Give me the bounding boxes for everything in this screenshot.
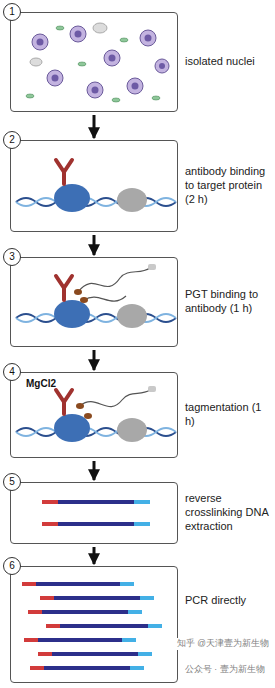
step-panel: isolated nuclei [10,12,178,112]
step-panel: reverse crosslinking DNA extraction [10,482,178,544]
step-label: antibody binding to target protein (2 h) [185,165,271,206]
tagmentation-illustration [16,386,176,442]
flow-arrow [93,547,96,564]
callout-number: 6 [3,557,21,575]
step-label: PGT binding to antibody (1 h) [185,288,271,316]
nuclei-illustration [26,23,169,102]
callout-number: 3 [3,248,21,266]
step-label: tagmentation (1 h) [185,401,271,429]
step-label: PCR directly [185,594,271,608]
pcr-products [22,584,162,668]
flow-arrow [93,461,96,480]
step-panel: PCR directly [10,566,178,683]
dna-fragments [42,502,150,524]
reagent-label: MgCl2 [26,378,56,389]
pgt-illustration [16,264,176,328]
callout-number: 2 [3,131,21,149]
flow-arrow [93,235,96,255]
watermark: 公众号 · 壹为新生物 [184,664,266,676]
step-panel: PGT binding to antibody (1 h) [10,257,178,347]
flow-arrow [93,115,96,138]
step-label: reverse crosslinking DNA extraction [185,492,271,533]
callout-number: 5 [3,473,21,491]
callout-number: 1 [3,3,21,21]
step-panel: antibody binding to target protein (2 h) [10,140,178,232]
watermark: 知乎 @天津壹为新生物 [176,638,270,650]
step-label: isolated nuclei [185,55,271,69]
flow-arrow [93,350,96,370]
chromatin-antibody-illustration [16,160,176,212]
callout-number: 4 [3,363,21,381]
